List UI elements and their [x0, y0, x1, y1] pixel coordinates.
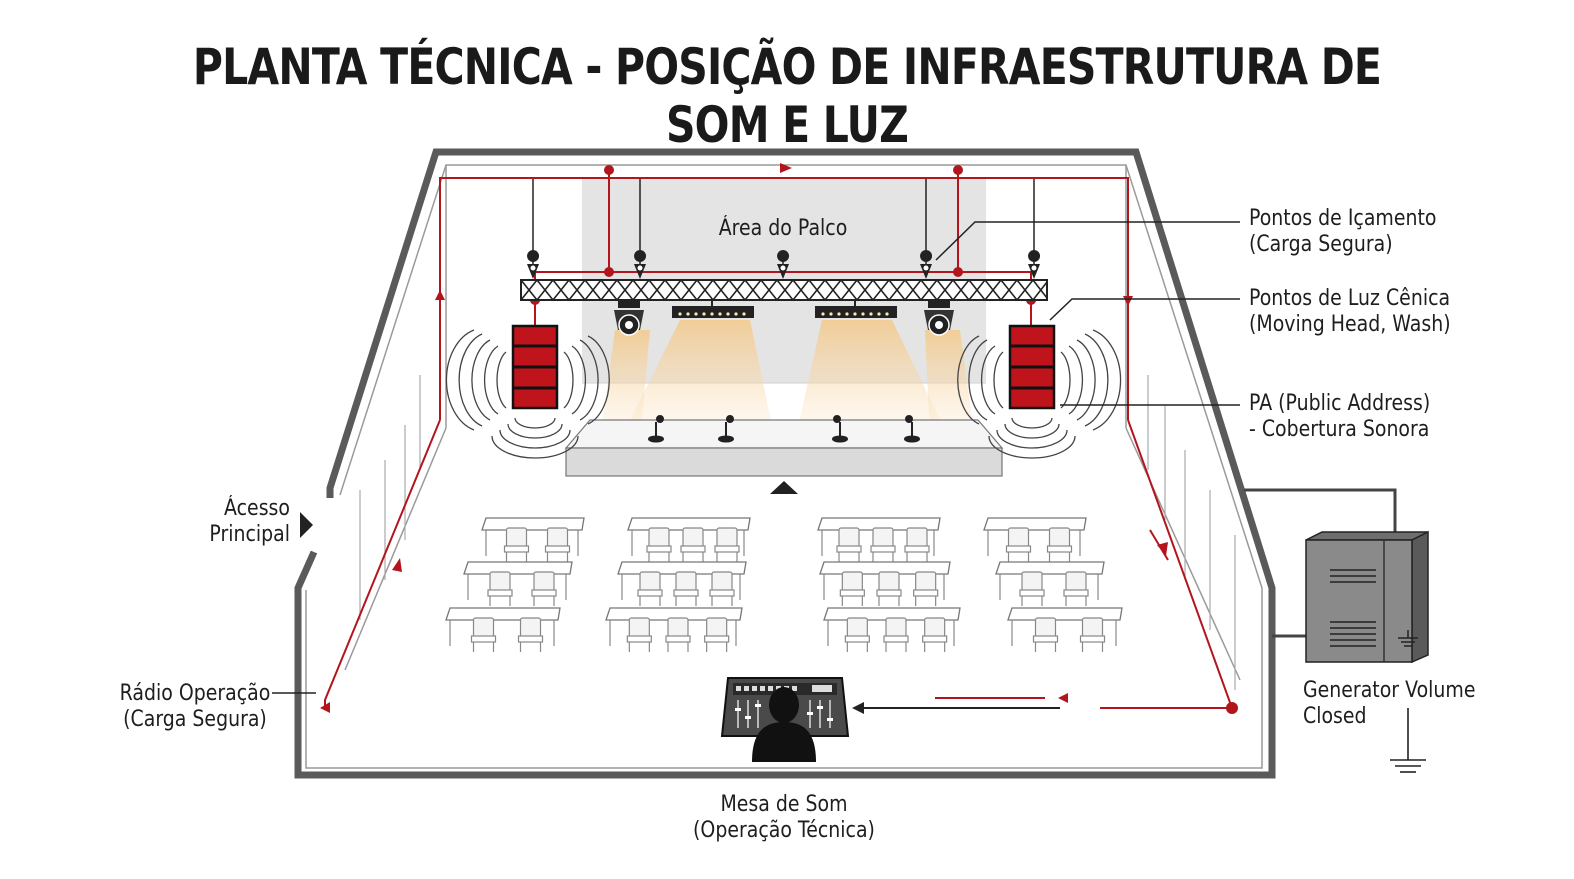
hoist-point-icon [527, 250, 1041, 279]
hoist-points-label: Pontos de Içamento (Carga Segura) [1249, 206, 1437, 257]
room-walls [294, 148, 1276, 779]
table-chair-icon [1007, 607, 1123, 652]
operator-icon [752, 687, 816, 762]
table-chair-icon [463, 561, 573, 606]
sound-wave-icon [445, 329, 1122, 459]
table-chair-icon [445, 607, 561, 652]
radio-label: Rádio Operação (Carga Segura) [119, 681, 271, 732]
generator-icon [1244, 488, 1429, 664]
table-chair-icon [605, 607, 743, 652]
pa-label: PA (Public Address) - Cobertura Sonora [1249, 391, 1431, 442]
table-chair-icon [995, 561, 1105, 606]
table-chair-icon [481, 517, 585, 562]
access-arrow-icon [300, 512, 313, 538]
leader-lines [272, 221, 1240, 694]
light-points-label: Pontos de Luz Cênica (Moving Head, Wash) [1249, 286, 1451, 337]
table-chair-icon [627, 517, 751, 562]
truss [520, 278, 1048, 302]
table-chair-icon [983, 517, 1087, 562]
cable-arrows [320, 163, 1168, 713]
wash-bar-icon [672, 300, 897, 318]
table-chair-icon [817, 517, 941, 562]
audience-seating [445, 517, 1123, 652]
moving-head-icon [614, 300, 954, 336]
page-title: PLANTA TÉCNICA - POSIÇÃO DE INFRAESTRUTU… [192, 38, 1382, 154]
desk-signal-line [852, 702, 1060, 714]
generator-label: Generator Volume Closed [1303, 678, 1476, 729]
table-chair-icon [819, 561, 951, 606]
sound-desk-label: Mesa de Som (Operação Técnica) [693, 792, 875, 843]
table-chair-icon [823, 607, 961, 652]
stage-area-label: Área do Palco [718, 216, 848, 241]
main-access-label: Ácesso Principal [209, 496, 290, 547]
microphone-icon [648, 415, 920, 443]
light-beams [600, 320, 975, 440]
pa-speaker-icon [511, 324, 1056, 410]
wall-panels [359, 375, 1236, 690]
table-chair-icon [617, 561, 747, 606]
stage-platform [564, 419, 1004, 494]
ground-icon [1390, 708, 1426, 773]
